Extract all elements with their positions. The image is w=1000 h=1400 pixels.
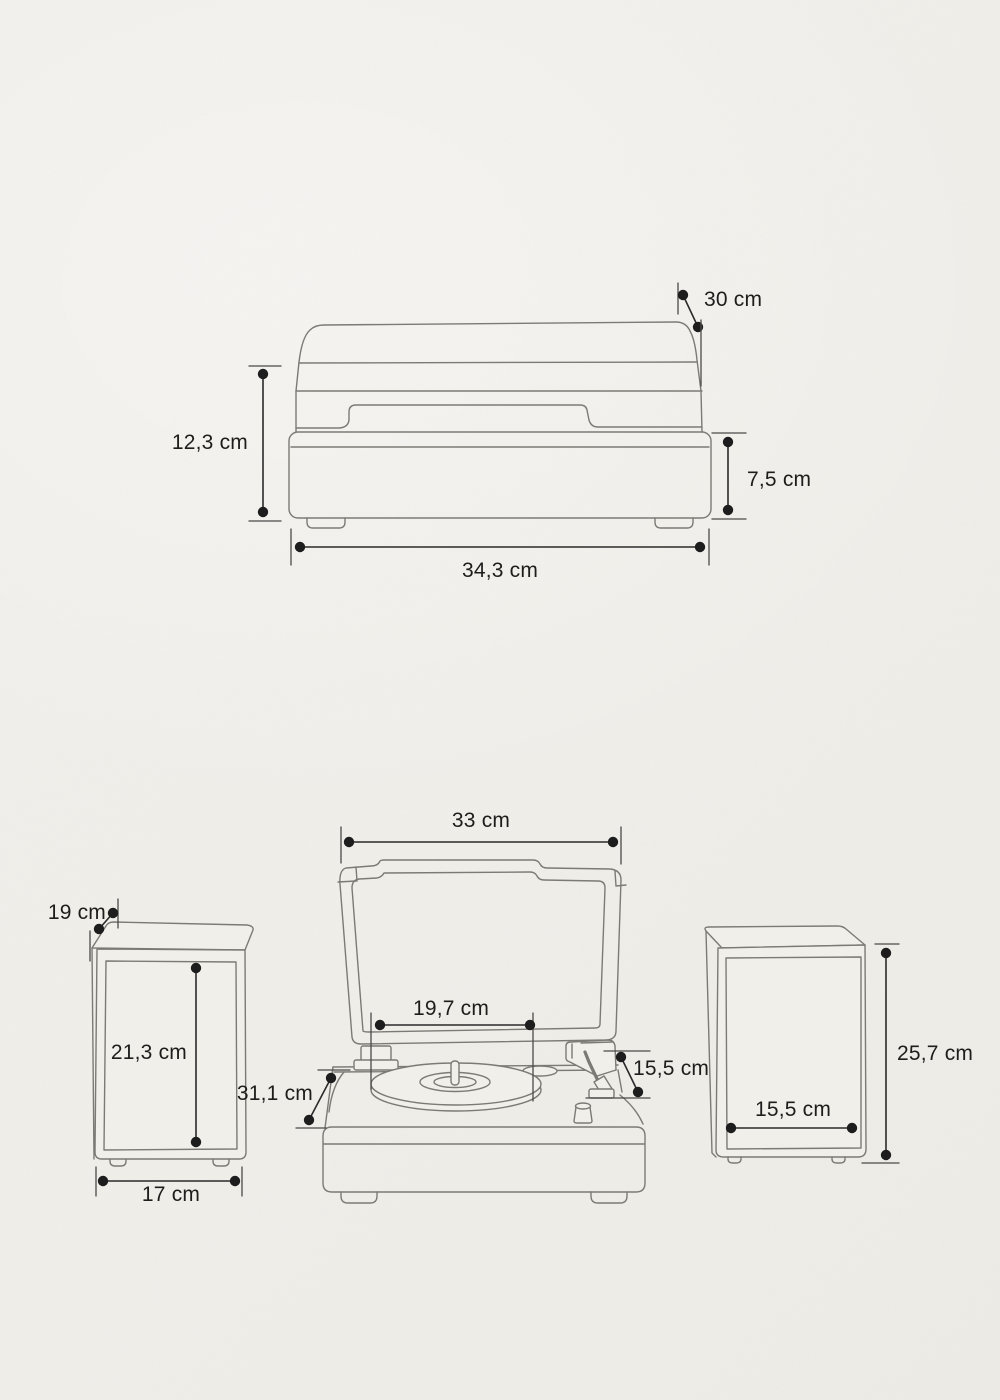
dim-turntable-depth-line: [295, 1069, 351, 1129]
dim-label-right-speaker-height: 25,7 cm: [897, 1042, 974, 1065]
dim-label-case-height: 12,3 cm: [171, 431, 248, 454]
dim-label-speaker-depth: 19 cm: [47, 901, 106, 924]
dim-left-speaker-depth-line: [89, 898, 119, 962]
dim-case-depth-line: [677, 282, 704, 387]
closed-case-drawing: [288, 321, 712, 529]
dim-label-speaker-grille-height: 21,3 cm: [110, 1041, 187, 1064]
dim-label-turntable-depth: 31,1 cm: [236, 1082, 313, 1105]
left-speaker-drawing: [91, 921, 254, 1167]
dim-label-platter-width: 19,7 cm: [412, 997, 490, 1020]
dim-label-speaker-width: 17 cm: [141, 1183, 201, 1206]
dim-turntable-right-line: [585, 1050, 651, 1099]
dim-lid-width-line: [340, 826, 622, 865]
dim-label-lid-width: 33 cm: [451, 809, 511, 832]
closed-case-dimension-lines: [248, 282, 747, 566]
dim-right-speaker-width-line: [725, 1122, 858, 1134]
dim-label-case-base-height: 7,5 cm: [747, 468, 812, 491]
open-turntable-drawing: [322, 859, 646, 1204]
dim-platter-width-line: [370, 1012, 536, 1102]
right-speaker-drawing: [704, 925, 867, 1164]
dim-case-width-line: [290, 528, 710, 566]
dim-label-case-depth: 30 cm: [704, 288, 763, 311]
dim-label-turntable-right-side: 15,5 cm: [633, 1057, 710, 1080]
dim-left-speaker-width-line: [95, 1166, 243, 1197]
dim-right-speaker-height-line: [861, 943, 900, 1164]
dim-case-base-height-line: [711, 432, 747, 520]
dim-label-right-speaker-grille-width: 15,5 cm: [754, 1098, 832, 1121]
bottom-dimension-lines: [89, 826, 900, 1197]
dim-label-case-width: 34,3 cm: [461, 559, 539, 582]
dim-left-speaker-height-line: [190, 962, 202, 1148]
dim-case-height-line: [248, 365, 282, 522]
